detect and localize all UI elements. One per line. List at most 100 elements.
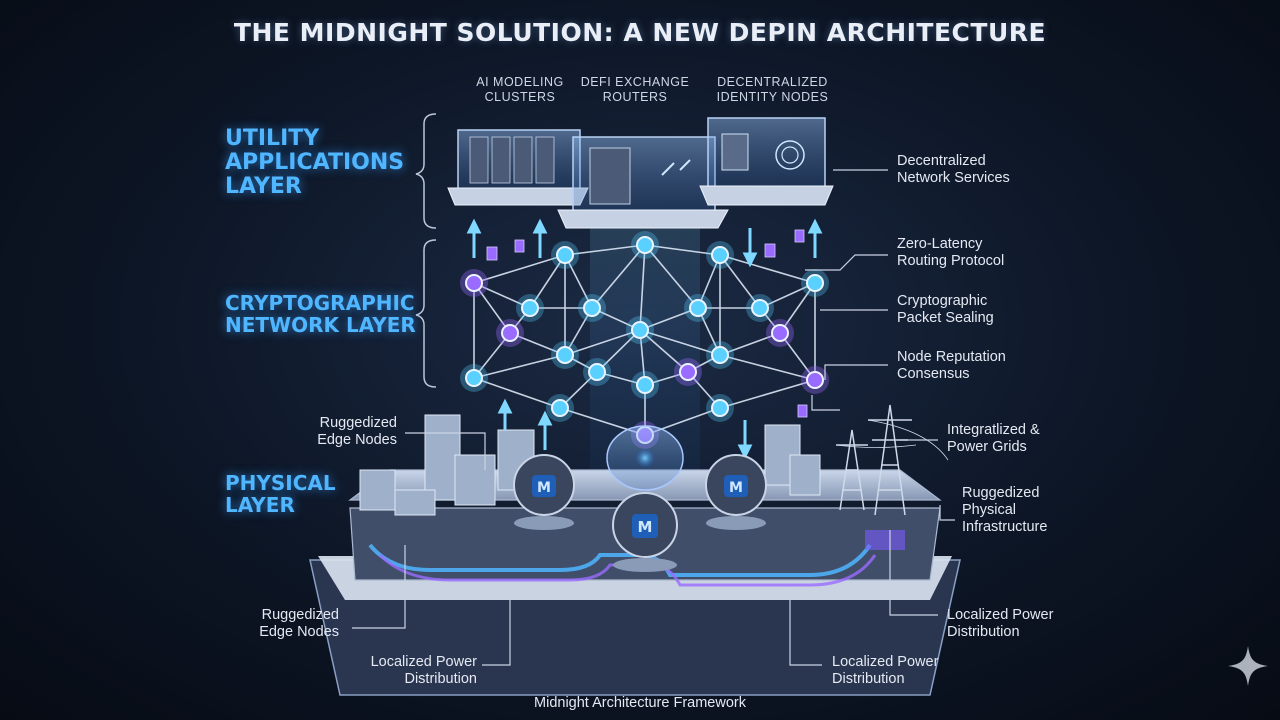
label-line: DEFI EXCHANGE [580,75,690,90]
network-node [801,269,829,297]
layer-label-line: LAYER [225,175,404,199]
label-line: IDENTITY NODES [705,90,840,105]
layer-label-line: PHYSICAL [225,472,336,494]
layer-label-utility: UTILITY APPLICATIONS LAYER [225,127,404,200]
annotation-line: Distribution [832,671,938,688]
network-bracket [416,240,436,387]
network-node [631,231,659,259]
layer-label-line: NETWORK LAYER [225,314,416,336]
layer-label-network: CRYPTOGRAPHIC NETWORK LAYER [225,292,416,336]
label-identity-nodes: DECENTRALIZED IDENTITY NODES [705,75,840,105]
label-defi-exchange-routers: DEFI EXCHANGE ROUTERS [580,75,690,105]
document-icon [515,240,524,252]
annotation-line: Edge Nodes [252,432,397,449]
annotation-line: Localized Power [357,654,477,671]
document-icon [765,244,775,257]
document-icon [487,247,497,260]
layer-label-physical: PHYSICAL LAYER [225,472,336,516]
network-node [746,294,774,322]
annotation-routing-protocol: Zero-Latency Routing Protocol [897,236,1004,270]
network-node [684,294,712,322]
annotation-line: Localized Power [832,654,938,671]
pod-logo-icon: M [638,518,653,536]
network-node [496,319,524,347]
layer-brackets [416,114,436,387]
annotation-line: Decentralized [897,153,1010,170]
lattice-edge [474,355,565,378]
core-pod [607,426,683,490]
server-pod-left: M [514,455,574,530]
annotation-line: Network Services [897,170,1010,187]
label-line: DECENTRALIZED [705,75,840,90]
annotation-line: Infrastructure [962,519,1047,536]
annotation-line: Node Reputation [897,349,1006,366]
network-node [706,241,734,269]
label-line: AI MODELING [465,75,575,90]
server-identity-nodes [700,118,833,205]
annotation-power-distribution-bottom-left: Localized Power Distribution [357,654,477,688]
server-rack-icon [590,148,630,204]
footer-caption: Midnight Architecture Framework [0,695,1280,711]
annotation-line: Zero-Latency [897,236,1004,253]
lattice-edge [720,355,815,380]
annotation-power-distribution-bottom-right: Localized Power Distribution [832,654,938,688]
layer-label-line: APPLICATIONS [225,151,404,175]
network-node [551,341,579,369]
annotation-line: Distribution [947,624,1053,641]
annotation-line: Physical [962,502,1047,519]
network-node [460,364,488,392]
network-node [706,394,734,422]
layer-label-line: CRYPTOGRAPHIC [225,292,416,314]
network-node [626,316,654,344]
utility-bracket [416,114,436,228]
annotation-line: Distribution [357,671,477,688]
annotation-edge-nodes-top: Ruggedized Edge Nodes [252,415,397,449]
annotation-packet-sealing: Cryptographic Packet Sealing [897,293,994,327]
network-node [631,371,659,399]
lattice-edge [720,380,815,408]
network-node [674,358,702,386]
utility-servers [448,118,833,228]
server-pod-center: M [613,493,677,572]
annotation-line: Edge Nodes [197,624,339,641]
label-line: ROUTERS [580,90,690,105]
annotation-line: Routing Protocol [897,253,1004,270]
annotation-line: Cryptographic [897,293,994,310]
pod-logo-icon: M [537,480,551,496]
network-node [583,358,611,386]
network-node [460,269,488,297]
annotation-line: Integratlized & [947,422,1040,439]
document-icon [798,405,807,417]
label-line: CLUSTERS [465,90,575,105]
annotation-power-distribution-right: Localized Power Distribution [947,607,1053,641]
network-node [551,241,579,269]
network-node [516,294,544,322]
annotation-edge-nodes-bottom: Ruggedized Edge Nodes [197,607,339,641]
layer-label-line: UTILITY [225,127,404,151]
id-card-icon [722,134,748,170]
annotation-line: Packet Sealing [897,310,994,327]
server-defi-router [558,137,728,228]
annotation-line: Ruggedized [252,415,397,432]
annotation-node-reputation: Node Reputation Consensus [897,349,1006,383]
server-ai-cluster [448,130,588,205]
network-node [578,294,606,322]
annotation-line: Localized Power [947,607,1053,624]
layer-label-line: LAYER [225,494,336,516]
document-icon [795,230,804,242]
annotation-line: Power Grids [947,439,1040,456]
annotation-line: Consensus [897,366,1006,383]
network-node [766,319,794,347]
sparkle-icon [1226,644,1270,688]
annotation-line: Ruggedized [962,485,1047,502]
annotation-physical-infrastructure: Ruggedized Physical Infrastructure [962,485,1047,536]
network-node [546,394,574,422]
server-pod-right: M [706,455,766,530]
label-ai-modeling-clusters: AI MODELING CLUSTERS [465,75,575,105]
lattice-edge [720,255,815,283]
annotation-network-services: Decentralized Network Services [897,153,1010,187]
annotation-power-grids: Integratlized & Power Grids [947,422,1040,456]
pod-logo-icon: M [729,480,743,496]
network-node [706,341,734,369]
